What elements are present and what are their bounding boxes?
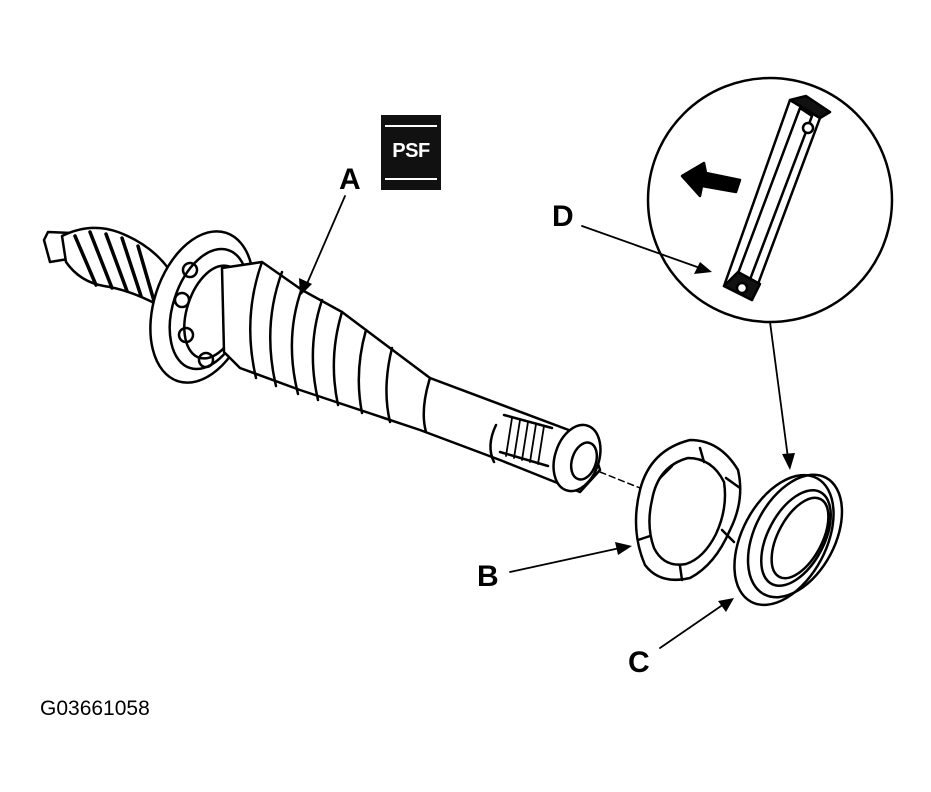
- oil-seal-c: [733, 473, 844, 607]
- arrowhead-a-icon: [299, 278, 312, 296]
- callout-d: D: [552, 200, 574, 233]
- washer-b: [634, 438, 742, 582]
- figure-id: G03661058: [40, 697, 150, 720]
- direction-arrow-icon: [680, 161, 742, 198]
- psf-badge: PSF: [381, 115, 441, 190]
- pinion-shaft: [42, 226, 602, 494]
- psf-badge-text: PSF: [392, 140, 430, 162]
- arrowhead-d-icon: [694, 262, 712, 274]
- callout-b: B: [477, 560, 499, 593]
- leader-lines: [305, 195, 789, 649]
- arrowhead-c-icon: [718, 598, 734, 612]
- seal-detail-circle: [646, 76, 894, 324]
- arrowhead-b-icon: [615, 542, 632, 555]
- callout-c: C: [628, 646, 650, 679]
- arrowhead-c-detail-icon: [782, 453, 795, 470]
- callout-a: A: [339, 163, 361, 196]
